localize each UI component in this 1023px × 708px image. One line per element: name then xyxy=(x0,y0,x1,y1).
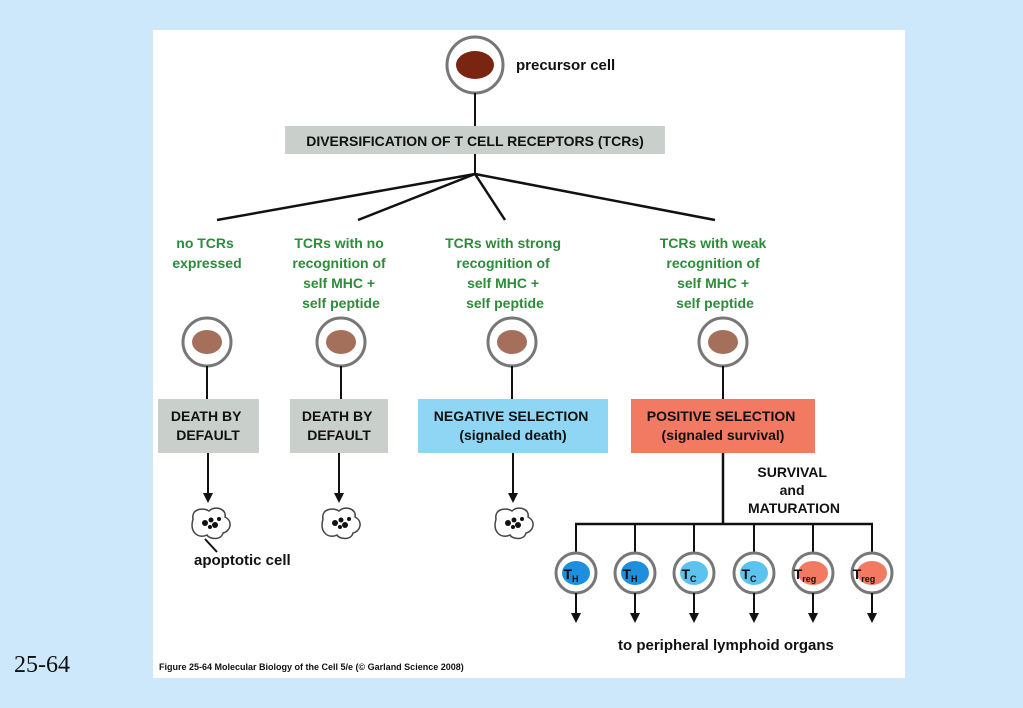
apoptotic-cell-2 xyxy=(321,507,361,540)
branch-cell-2-nucleus xyxy=(326,330,356,354)
negative-selection-label: NEGATIVE SELECTION (signaled death) xyxy=(434,408,592,443)
svg-text:Treg: Treg xyxy=(794,566,817,584)
slide-number: 25-64 xyxy=(14,652,70,678)
branch-2-description: TCRs with no recognition of self MHC + s… xyxy=(292,235,389,311)
apoptotic-cell-3 xyxy=(494,507,534,540)
branch-cell-1-nucleus xyxy=(192,330,222,354)
figure-panel: precursor cell DIVERSIFICATION OF T CELL… xyxy=(153,30,905,678)
branch-cell-3-nucleus xyxy=(497,330,527,354)
t-cell-2: TH xyxy=(613,524,657,623)
fate-2-label: DEATH BY DEFAULT xyxy=(302,408,376,443)
fate-box-2 xyxy=(290,399,388,453)
svg-text:Treg: Treg xyxy=(853,566,876,584)
branch-cells xyxy=(181,316,749,368)
t-cell-6: Treg xyxy=(850,524,894,623)
branch-1-description: no TCRs expressed xyxy=(172,235,241,271)
apoptotic-cell-label: apoptotic cell xyxy=(194,552,291,569)
svg-text:TH: TH xyxy=(563,566,578,584)
svg-text:TC: TC xyxy=(681,566,697,584)
t-cell-3: TC xyxy=(672,524,716,623)
fate-box-1 xyxy=(158,399,259,453)
diversification-box xyxy=(285,126,665,154)
positive-selection-box xyxy=(631,399,815,453)
t-cell-selection-diagram: precursor cell DIVERSIFICATION OF T CELL… xyxy=(158,35,894,672)
branch-3-description: TCRs with strong recognition of self MHC… xyxy=(445,235,565,311)
figure-caption: Figure 25-64 Molecular Biology of the Ce… xyxy=(159,662,464,672)
precursor-nucleus xyxy=(456,51,494,79)
survival-maturation-label: SURVIVAL and MATURATION xyxy=(748,464,840,516)
t-cells: TH TH TC TC Treg xyxy=(554,524,894,623)
positive-selection-label: POSITIVE SELECTION (signaled survival) xyxy=(647,408,799,443)
apoptotic-cell-1 xyxy=(191,507,231,540)
peripheral-label: to peripheral lymphoid organs xyxy=(618,637,834,654)
branch-cell-4-nucleus xyxy=(708,330,738,354)
fate-1-label: DEATH BY DEFAULT xyxy=(171,408,245,443)
t-cell-5: Treg xyxy=(791,524,835,623)
t-cell-1: TH xyxy=(554,524,598,623)
svg-text:TC: TC xyxy=(741,566,757,584)
branch-lines xyxy=(216,172,716,222)
negative-selection-box xyxy=(418,399,608,453)
t-cell-4: TC xyxy=(732,524,776,623)
branch-4-description: TCRs with weak recognition of self MHC +… xyxy=(660,235,770,311)
svg-text:TH: TH xyxy=(622,566,637,584)
diversification-label: DIVERSIFICATION OF T CELL RECEPTORS (TCR… xyxy=(306,133,644,149)
precursor-label: precursor cell xyxy=(516,57,615,74)
